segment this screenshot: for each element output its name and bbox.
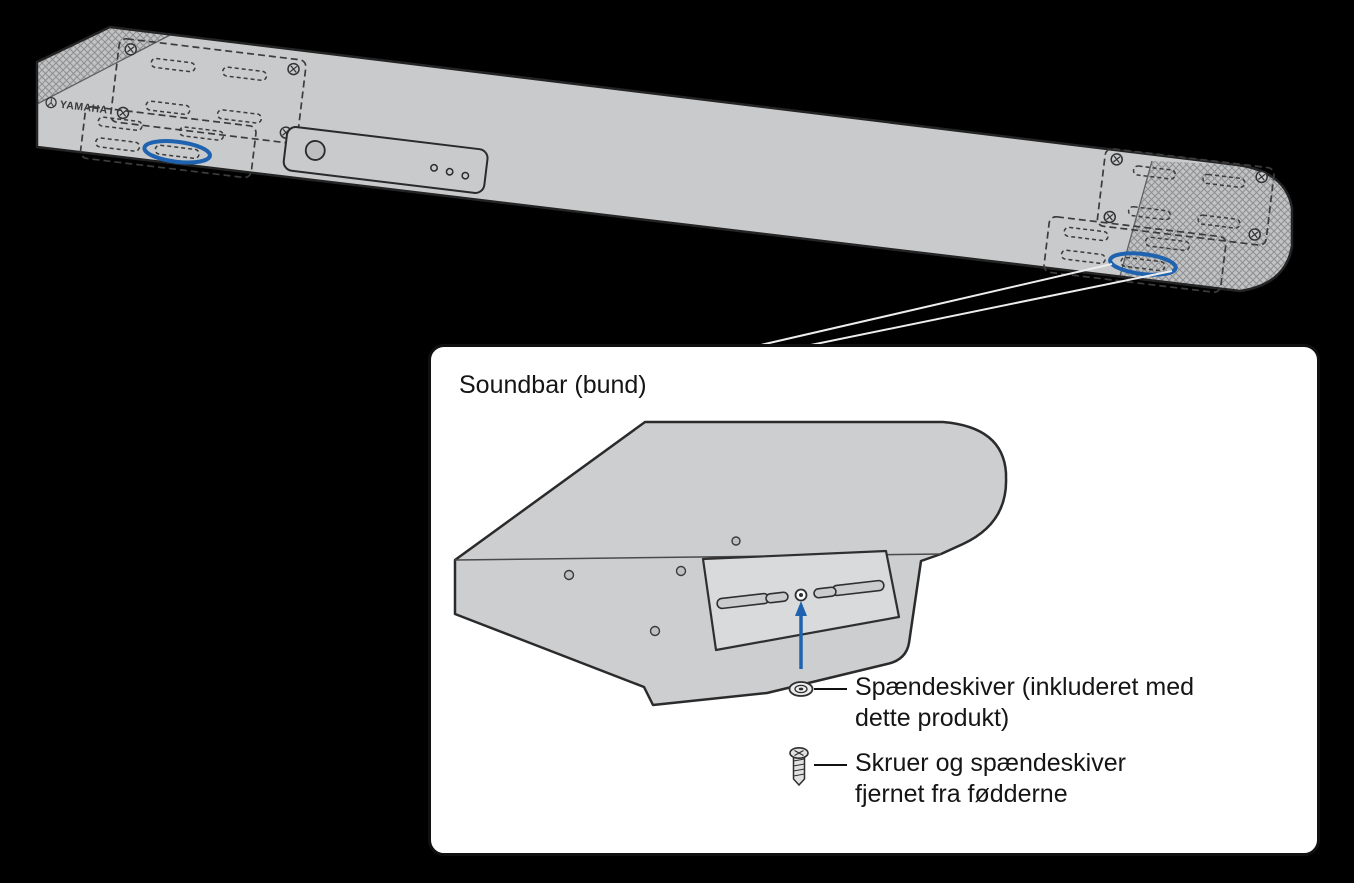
grille-right-edge bbox=[1119, 160, 1153, 277]
mount-slot bbox=[178, 126, 225, 141]
grille-left-edge bbox=[36, 33, 173, 105]
soundbar-body bbox=[37, 27, 1292, 291]
mount-slot bbox=[1202, 173, 1246, 189]
mount-plate-outline-right-lower bbox=[1043, 215, 1227, 294]
screw-icon bbox=[1102, 210, 1117, 224]
mount-slot bbox=[154, 144, 200, 160]
callout-pointer-lines bbox=[751, 263, 1173, 348]
highlight-oval-left bbox=[142, 139, 212, 165]
bracket-hole bbox=[430, 163, 438, 172]
mount-slot bbox=[1132, 165, 1177, 180]
screw-icon bbox=[1247, 227, 1262, 242]
mount-slot bbox=[150, 57, 196, 73]
yamaha-logo: YAMAHA bbox=[45, 96, 108, 117]
mounting-plate bbox=[701, 549, 901, 652]
yamaha-tuning-fork-icon bbox=[45, 96, 57, 109]
foot-hole bbox=[563, 569, 575, 581]
screw-icon bbox=[789, 746, 809, 787]
bracket-hole bbox=[461, 171, 470, 180]
bracket-hole bbox=[445, 167, 454, 176]
foot-hole bbox=[675, 565, 687, 577]
mount-slot bbox=[94, 137, 141, 152]
mount-plate-outline-right-upper bbox=[1096, 147, 1275, 246]
mount-slot bbox=[1127, 205, 1172, 221]
callout-box: Soundbar (bund) Spændeskiver (inkluderet… bbox=[428, 344, 1320, 856]
mount-slot bbox=[1063, 226, 1109, 242]
mount-slot bbox=[221, 66, 268, 82]
callout-title: Soundbar (bund) bbox=[459, 371, 647, 399]
screw-icon bbox=[286, 62, 301, 76]
keyhole bbox=[304, 140, 326, 161]
mount-slot bbox=[1144, 236, 1191, 252]
mount-slot bbox=[97, 116, 143, 132]
washer-label: Spændeskiver (inkluderet med dette produ… bbox=[855, 673, 1195, 732]
washer-icon bbox=[788, 681, 814, 697]
mount-slot bbox=[145, 100, 191, 116]
highlight-oval-right bbox=[1108, 251, 1178, 277]
mount-slot bbox=[216, 109, 263, 124]
mount-plate-outline-left-lower bbox=[79, 105, 257, 179]
foot-hole bbox=[649, 625, 661, 637]
mount-slot bbox=[1197, 214, 1241, 229]
mount-slot bbox=[1120, 256, 1166, 272]
mount-plate-outline-left-upper bbox=[109, 37, 307, 145]
wall-hanger-bracket bbox=[282, 126, 489, 194]
mount-slot bbox=[1060, 249, 1106, 265]
screw-icon bbox=[123, 42, 138, 57]
screw-icon bbox=[116, 106, 130, 120]
soundbar-outline bbox=[35, 25, 1294, 293]
brand-text: YAMAHA bbox=[59, 99, 108, 117]
plate-slot bbox=[813, 586, 837, 599]
plate-slot bbox=[765, 591, 789, 604]
screw-label: Skruer og spændeskiver fjernet fra fødde… bbox=[855, 749, 1126, 808]
screw-icon bbox=[1109, 152, 1124, 167]
foot-hole bbox=[731, 536, 741, 546]
up-arrow-icon bbox=[795, 601, 807, 669]
screw-icon bbox=[1254, 170, 1269, 184]
soundbar-bottom-corner-illustration bbox=[453, 420, 1008, 787]
